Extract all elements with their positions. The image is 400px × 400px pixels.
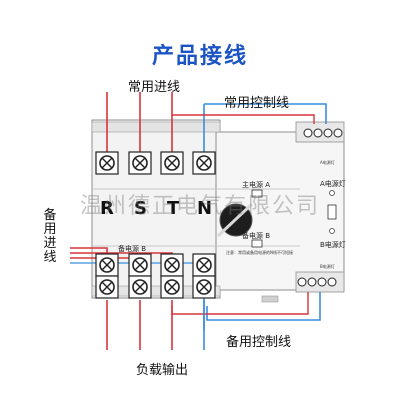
main-control-wire-2 xyxy=(204,103,327,124)
control-screw[interactable] xyxy=(303,128,313,138)
bottom-screw-crosses xyxy=(101,259,210,293)
screw-cross xyxy=(198,259,210,271)
switch-bottom-strip xyxy=(91,285,221,297)
phase-letter-s: S xyxy=(134,198,147,219)
main-incoming-label: 常用进线 xyxy=(128,80,181,95)
terminal-top-label: A电源灯 xyxy=(320,160,335,165)
mount-clip xyxy=(261,295,279,303)
top-screw-crosses xyxy=(101,157,210,169)
backup-source-window xyxy=(251,239,263,248)
backup-source-label: 备电源 B xyxy=(242,232,271,240)
screw-cross xyxy=(134,157,146,169)
load-output-label: 负载输出 xyxy=(136,363,189,378)
screw-cross xyxy=(101,281,113,293)
control-screw[interactable] xyxy=(297,277,307,287)
control-screw[interactable] xyxy=(313,128,323,138)
control-screw[interactable] xyxy=(327,277,337,287)
backup-incoming-label: 备用进线 xyxy=(43,208,57,265)
control-screw[interactable] xyxy=(333,128,343,138)
screw-cross xyxy=(166,259,178,271)
switch-top-strip xyxy=(91,121,221,133)
phase-letter-t: T xyxy=(167,198,180,219)
backup-control-label: 备用控制线 xyxy=(226,335,292,350)
screw-cross xyxy=(101,157,113,169)
watermark: 温州德正电气有限公司 xyxy=(79,194,320,219)
control-screws-top xyxy=(303,128,343,138)
b-lamp-indicator xyxy=(329,228,335,234)
b-lamp-label: B电源灯 xyxy=(320,241,346,249)
main-source-label: 主电源 A xyxy=(242,181,271,189)
fine-print: 注意：常用或备用电源的N线不可短接 xyxy=(226,250,293,255)
backup-source-left-label: 备电源 B xyxy=(118,245,147,253)
a-lamp-indicator xyxy=(329,190,335,196)
selector-pointer xyxy=(216,202,254,238)
screw-cross xyxy=(134,281,146,293)
main-source-window xyxy=(251,189,263,198)
page-title: 产品接线 xyxy=(151,44,248,69)
screw-cross xyxy=(101,259,113,271)
manual-auto-switch[interactable] xyxy=(327,204,337,220)
backup-control-wire-1 xyxy=(206,292,321,321)
control-screw[interactable] xyxy=(323,128,333,138)
main-control-label: 常用控制线 xyxy=(224,96,290,111)
phase-letter-n: N xyxy=(197,198,213,219)
terminal-bottom-label: B电源灯 xyxy=(320,264,335,269)
screw-cross xyxy=(166,157,178,169)
main-control-red xyxy=(172,114,315,124)
a-lamp-label: A电源灯 xyxy=(320,180,346,188)
control-screw[interactable] xyxy=(317,277,327,287)
phase-letter-r: R xyxy=(100,198,114,219)
screw-cross xyxy=(134,259,146,271)
screw-cross xyxy=(198,281,210,293)
screw-cross xyxy=(198,157,210,169)
control-screws-bottom xyxy=(297,277,337,287)
control-screw[interactable] xyxy=(307,277,317,287)
screw-cross xyxy=(166,281,178,293)
